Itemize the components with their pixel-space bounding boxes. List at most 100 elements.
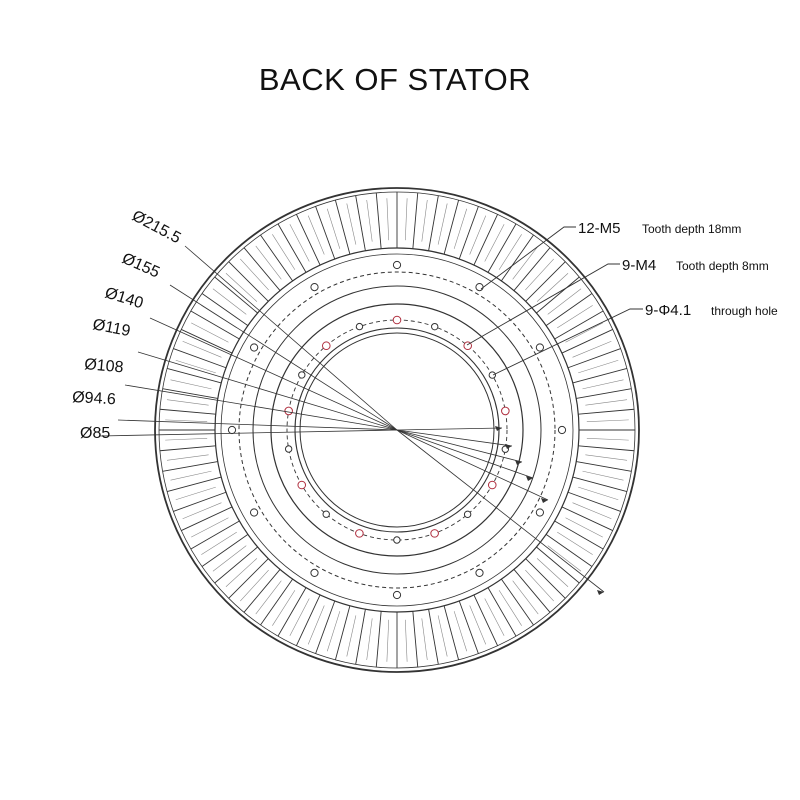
slot-inner-line [240, 258, 269, 291]
slot-inner-line [166, 454, 209, 461]
slot-line [201, 534, 249, 567]
callout-m5-sub: Tooth depth 18mm [642, 222, 741, 236]
arrowhead [541, 498, 548, 503]
slot-inner-line [404, 198, 408, 241]
slot-inner-line [557, 305, 593, 329]
slot-line [214, 276, 258, 314]
through-hole [284, 406, 293, 416]
m4-hole [393, 536, 401, 544]
slot-inner-line [212, 288, 247, 315]
ring-7 [286, 319, 508, 541]
slot-inner-line [586, 419, 629, 423]
slot-line [525, 558, 566, 599]
diameter-leader [149, 317, 398, 431]
slot-line [355, 609, 366, 665]
m5-hole [310, 283, 319, 292]
slot-line [412, 611, 419, 668]
diameter-leader-right [396, 429, 605, 593]
slot-line [561, 329, 613, 354]
slot-inner-line [289, 224, 310, 262]
slot-inner-line [240, 569, 269, 602]
slot-inner-line [366, 199, 373, 242]
slot-line [473, 594, 498, 646]
ring-8 [294, 327, 500, 533]
slot-line [554, 310, 604, 340]
m4-hole [463, 510, 472, 519]
slot-inner-line [469, 605, 487, 645]
slot-inner-line [175, 486, 216, 501]
slot-inner-line [225, 558, 258, 587]
ring-6 [270, 303, 524, 557]
slot-inner-line [512, 580, 539, 615]
slot-inner-line [453, 208, 468, 249]
slot-line [173, 491, 227, 512]
slot-inner-line [437, 203, 448, 245]
through-hole [321, 341, 331, 351]
arrowhead [505, 444, 512, 449]
slot-line [334, 199, 351, 255]
slot-line [277, 587, 307, 637]
slot-inner-line [469, 215, 487, 255]
slot-line [296, 214, 321, 266]
slot-line [181, 329, 233, 354]
diameter-leader [137, 351, 398, 431]
slot-inner-line [512, 245, 539, 280]
dim-label-108: Ø108 [84, 356, 125, 376]
m5-hole [250, 343, 259, 352]
slot-line [536, 546, 580, 584]
dim-label-94-6: Ø94.6 [72, 389, 117, 408]
slot-inner-line [182, 502, 222, 520]
m5-hole [557, 425, 567, 435]
slot-line [214, 546, 258, 584]
m4-hole [298, 371, 306, 379]
slot-inner-line [386, 198, 390, 241]
diameter-leader-right [396, 429, 513, 447]
slot-line [162, 461, 218, 472]
slot-line [487, 587, 517, 637]
slot-line [355, 195, 366, 251]
slot-inner-line [175, 359, 216, 374]
slot-inner-line [386, 619, 390, 662]
slot-inner-line [525, 569, 554, 602]
slot-inner-line [525, 258, 554, 291]
ring-4 [238, 271, 556, 589]
slot-inner-line [547, 545, 582, 572]
slot-line [412, 192, 419, 249]
slot-inner-line [307, 605, 325, 645]
slot-line [458, 206, 479, 260]
slot-line [260, 234, 293, 282]
slot-inner-line [191, 322, 229, 343]
slot-inner-line [272, 590, 296, 626]
slot-inner-line [182, 340, 222, 358]
slot-inner-line [585, 454, 628, 461]
slot-inner-line [421, 199, 428, 242]
ring-5 [252, 285, 542, 575]
m5-hole [535, 508, 544, 517]
slot-line [567, 491, 621, 512]
arrowhead [526, 476, 533, 481]
m4-hole [355, 322, 364, 331]
diameter-leader [117, 419, 398, 431]
slot-inner-line [255, 245, 282, 280]
slot-inner-line [572, 502, 612, 520]
slot-line [162, 388, 218, 399]
slot-line [428, 195, 439, 251]
slot-inner-line [225, 273, 258, 302]
slot-line [487, 223, 517, 273]
slot-inner-line [166, 399, 209, 406]
arrowhead [495, 426, 502, 431]
slot-line [277, 223, 307, 273]
through-hole [487, 480, 497, 490]
slot-line [578, 408, 635, 415]
slot-inner-line [437, 615, 448, 657]
slot-inner-line [536, 273, 569, 302]
slot-inner-line [212, 545, 247, 572]
slot-line [315, 206, 336, 260]
m5-hole [250, 508, 259, 517]
slot-inner-line [404, 619, 408, 662]
callout-leader [480, 226, 576, 290]
ring-0 [154, 187, 640, 673]
slot-line [260, 578, 293, 626]
slot-line [525, 261, 566, 302]
